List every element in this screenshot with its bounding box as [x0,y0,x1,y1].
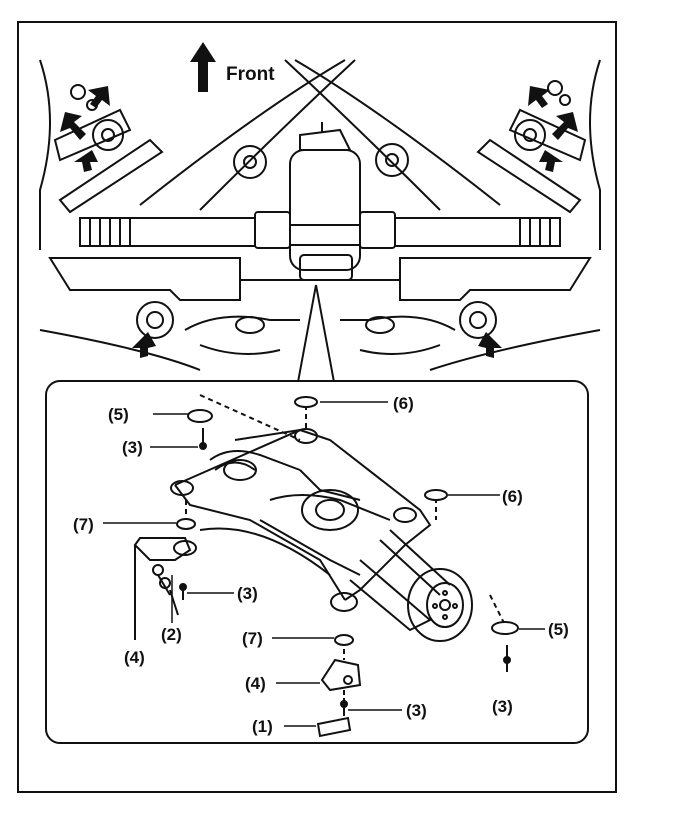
arrow-icon [60,86,578,358]
callout-5-right: (5) [548,620,569,639]
callout-6-right: (6) [502,487,523,506]
washer-5-right [491,621,519,635]
callout-4-middle: (4) [245,674,266,693]
callout-3-bracket: (3) [237,584,258,603]
callout-3-left: (3) [122,438,143,457]
callout-6-top: (6) [393,394,414,413]
callout-7-middle: (7) [242,629,263,648]
washer-6-right [424,489,448,501]
callout-2: (2) [161,625,182,644]
washer-5-left [187,409,213,423]
washer-6-top [294,396,318,408]
callout-pointer [297,284,335,383]
callout-4-left: (4) [124,648,145,667]
callout-7-left: (7) [73,515,94,534]
washers [176,396,519,646]
front-label: Front [226,64,275,85]
washer-7-left [176,518,196,530]
subframe-assembly [133,394,506,738]
arrow-up-icon [190,42,216,92]
callout-3-middle: (3) [406,701,427,720]
washer-7-middle [334,634,354,646]
callout-5-left: (5) [108,405,129,424]
outer-frame [17,21,617,793]
bolts [179,428,511,716]
callout-3-right: (3) [492,697,513,716]
leader-lines [103,401,545,727]
undercarriage-view [39,59,601,371]
exploded-view-frame [45,380,589,744]
callout-1: (1) [252,717,273,736]
